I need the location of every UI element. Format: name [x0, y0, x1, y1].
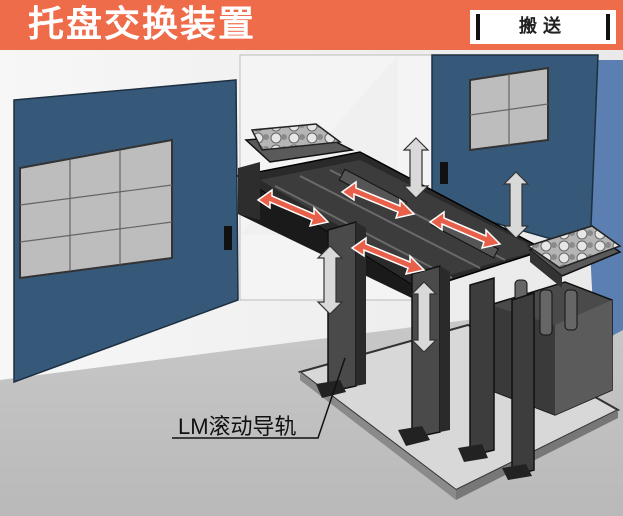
pallet-right [526, 225, 622, 288]
lm-rail-leader-line [172, 357, 346, 439]
lm-rail-callout: LM滚动导轨 [178, 414, 297, 439]
shuttle-housing [489, 279, 613, 416]
vertical-lift-arrows [316, 137, 530, 353]
page-title: 托盘交换装置 [28, 4, 257, 45]
badge-right-bar [606, 14, 610, 40]
pallet-left [238, 123, 355, 220]
left-machine-door [13, 79, 239, 384]
title-bar: 托盘交换装置 搬送 [0, 0, 623, 50]
badge-left-bar [476, 14, 480, 40]
badge-label: 搬送 [519, 16, 567, 37]
right-machine-door [431, 54, 599, 251]
category-badge: 搬送 [470, 10, 616, 44]
support-legs [316, 221, 535, 480]
horizontal-transfer-arrows [256, 180, 502, 276]
